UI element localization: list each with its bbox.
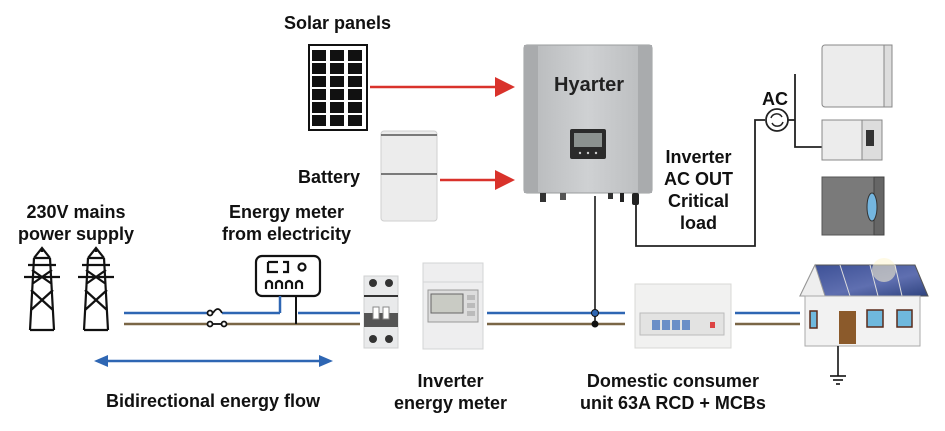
ac-out-line1: Inverter [665, 147, 732, 167]
junction-live [591, 309, 599, 317]
inverter-icon [523, 44, 653, 205]
breaker-icon [363, 275, 399, 349]
energy-meter-icon [254, 254, 322, 298]
ground-icon [830, 346, 846, 385]
consumer-unit-icon [634, 283, 732, 349]
switch-icon [206, 308, 228, 328]
junction-neutral [591, 320, 599, 328]
bidirectional-arrow [94, 355, 333, 367]
energy-meter-line1: Energy meter [229, 202, 345, 222]
pylon-icon [24, 246, 114, 332]
solar-panels-label: Solar panels [284, 13, 392, 33]
appliance-icon [821, 176, 885, 236]
ac-out-line4: load [679, 213, 717, 233]
ac-out-line3: Critical [667, 191, 730, 211]
solar-panel-icon [308, 44, 368, 131]
appliance-icon [821, 44, 893, 108]
inverter-meter-line2: energy meter [394, 393, 508, 413]
inverter-meter-line1: Inverter [417, 371, 484, 391]
house-icon [799, 258, 929, 347]
battery-icon [380, 130, 438, 222]
bidirectional-label: Bidirectional energy flow [106, 391, 321, 411]
ac-out-label: Inverter AC OUT Critical load [664, 146, 733, 234]
inverter-meter-label: Inverter energy meter [394, 370, 507, 414]
mains-label: 230V mains power supply [18, 201, 134, 245]
ac-source-icon [765, 108, 789, 132]
digital-meter-icon [422, 262, 484, 350]
ac-out-line2: AC OUT [664, 169, 733, 189]
inverter-brand: Hyarter [554, 74, 625, 96]
mains-line2: power supply [18, 224, 135, 244]
mains-line1: 230V mains [26, 202, 126, 222]
energy-meter-line2: from electricity [222, 224, 352, 244]
energy-meter-label: Energy meter from electricity [222, 201, 351, 245]
battery-label: Battery [298, 167, 361, 187]
consumer-unit-line1: Domestic consumer [586, 371, 759, 391]
consumer-unit-line2: unit 63A RCD + MCBs [580, 393, 766, 413]
appliance-icon [821, 119, 883, 161]
ac-label: AC [762, 89, 788, 109]
consumer-unit-label: Domestic consumer unit 63A RCD + MCBs [580, 370, 766, 414]
